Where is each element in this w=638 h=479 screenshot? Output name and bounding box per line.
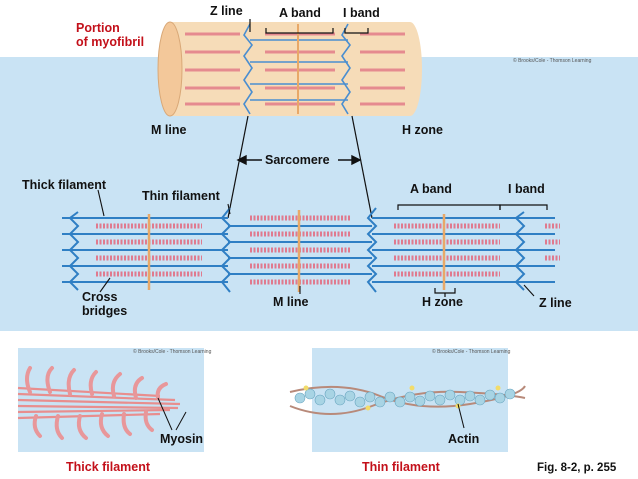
actin-label: Actin	[448, 432, 480, 446]
thick-credit: © Brooks/Cole - Thomson Learning	[133, 349, 212, 355]
thick-filament-label: Thick filament	[22, 178, 107, 192]
h-zone-mid-label: H zone	[402, 123, 443, 137]
main-credit: © Brooks/Cole - Thomson Learning	[513, 58, 592, 64]
z-line-bottom-label: Z line	[539, 296, 572, 310]
m-line-bottom-label: M line	[273, 295, 309, 309]
thin-credit: © Brooks/Cole - Thomson Learning	[432, 349, 511, 355]
myosin-illustration	[17, 366, 187, 440]
thick-filament-caption: Thick filament	[66, 460, 151, 474]
portion-label: Portion of myofibril	[76, 21, 145, 50]
z-line-top-label: Z line	[210, 4, 243, 18]
i-band-top-label: I band	[343, 6, 380, 20]
thin-filament-caption: Thin filament	[362, 460, 440, 474]
i-band-right-label: I band	[508, 182, 545, 196]
m-line-mid-label: M line	[151, 123, 187, 137]
sarcomere-detail	[62, 207, 560, 293]
a-band-right-label: A band	[410, 182, 452, 196]
sarcomere-label: Sarcomere	[265, 153, 330, 167]
figure-reference: Fig. 8-2, p. 255	[537, 462, 617, 474]
actin-illustration	[289, 385, 526, 429]
myosin-label: Myosin	[160, 432, 204, 446]
h-zone-bottom-label: H zone	[422, 295, 463, 309]
myofibril-portion	[157, 21, 422, 117]
thin-filament-label: Thin filament	[142, 189, 220, 203]
cross-bridges-label: Cross bridges	[82, 290, 128, 319]
a-band-top-label: A band	[279, 6, 321, 20]
